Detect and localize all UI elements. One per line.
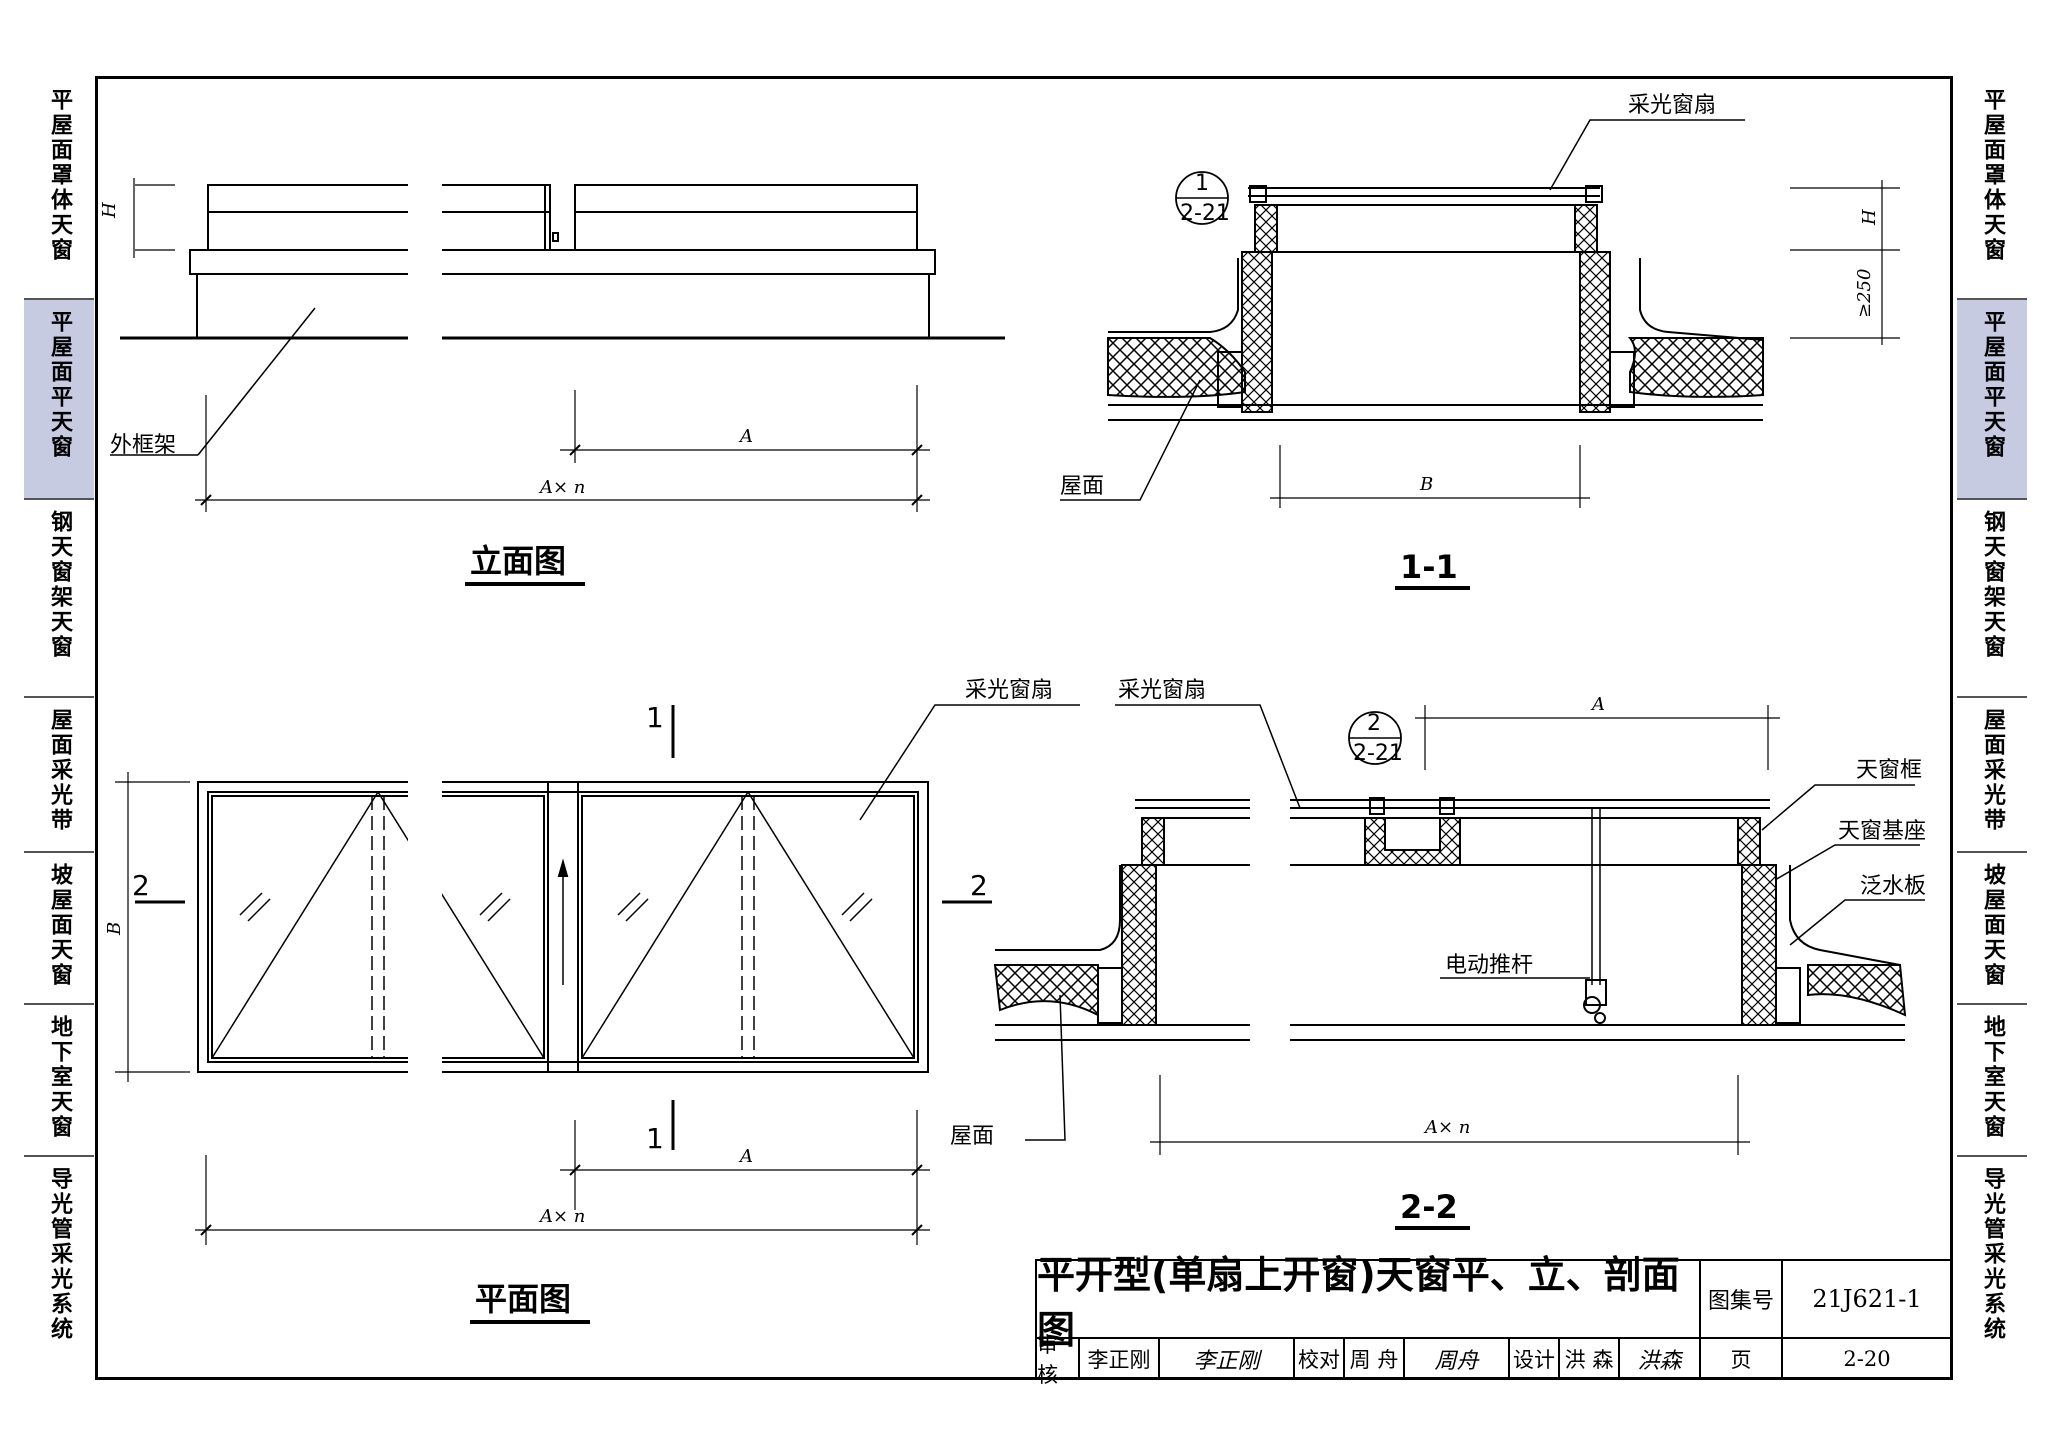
section-1-dim-250: ≥250 xyxy=(1854,269,1875,318)
signature-row: 审核 李正刚 李正刚 校对 周 舟 周舟 设计 洪 森 洪森 页 2-20 xyxy=(1035,1333,1953,1387)
section-1-title: 1-1 xyxy=(1400,548,1458,586)
elevation-frame-label: 外框架 xyxy=(110,433,176,458)
left-side-tabs: 平屋面罩体天窗 平屋面平天窗 钢天窗架天窗 屋面采光带 坡屋面天窗 地下室天窗 … xyxy=(24,78,94,1371)
plan-cut-1-top: 1 xyxy=(646,701,664,734)
section-2-ref-top: 2 xyxy=(1367,711,1381,736)
side-tab-7[interactable]: 导光管采光系统 xyxy=(1957,1157,2027,1371)
side-tab-label: 屋面采光带 xyxy=(1980,708,2005,833)
section-2-roof-label: 屋面 xyxy=(950,1124,994,1149)
side-tab-label: 屋面采光带 xyxy=(47,708,72,833)
section-1-roof-label: 屋面 xyxy=(1060,474,1104,499)
side-tab-label: 平屋面平天窗 xyxy=(1980,310,2005,460)
reviewer-name: 李正刚 xyxy=(1080,1339,1160,1380)
plan-cut-1-bottom: 1 xyxy=(646,1122,664,1155)
side-tab-label: 钢天窗架天窗 xyxy=(47,510,72,660)
side-tab-6[interactable]: 地下室天窗 xyxy=(1957,1005,2027,1157)
right-side-tabs: 平屋面罩体天窗 平屋面平天窗 钢天窗架天窗 屋面采光带 坡屋面天窗 地下室天窗 … xyxy=(1957,78,2027,1371)
elevation-view xyxy=(110,178,1005,512)
section-1-sash-label: 采光窗扇 xyxy=(1628,93,1716,118)
side-tab-1[interactable]: 平屋面罩体天窗 xyxy=(24,78,94,300)
side-tab-7[interactable]: 导光管采光系统 xyxy=(24,1157,94,1371)
designer-signature: 洪森 xyxy=(1620,1339,1701,1380)
side-tab-label: 平屋面罩体天窗 xyxy=(1980,88,2005,263)
section-2-sash-label: 采光窗扇 xyxy=(1118,678,1206,703)
side-tab-label: 导光管采光系统 xyxy=(47,1167,72,1342)
elevation-sash-left xyxy=(207,184,551,251)
design-label: 设计 xyxy=(1510,1339,1560,1380)
checker-signature: 周舟 xyxy=(1405,1339,1510,1380)
section-2-view xyxy=(993,704,1925,1155)
side-tab-label: 钢天窗架天窗 xyxy=(1980,510,2005,660)
check-label: 校对 xyxy=(1295,1339,1345,1380)
side-tab-1[interactable]: 平屋面罩体天窗 xyxy=(1957,78,2027,300)
plan-cut-2-left: 2 xyxy=(132,869,150,902)
elevation-sash-right xyxy=(574,184,918,251)
plan-dim-B: B xyxy=(104,922,125,936)
page-label: 页 xyxy=(1701,1339,1783,1380)
side-tab-label: 导光管采光系统 xyxy=(1980,1167,2005,1342)
side-tab-2[interactable]: 平屋面平天窗 xyxy=(24,300,94,500)
section-2-dim-An: A× n xyxy=(1423,1117,1470,1138)
section-1-view xyxy=(1060,119,1900,508)
elevation-dim-An: A× n xyxy=(538,477,585,498)
drawing-title: 平开型(单扇上开窗)天窗平、立、剖面图 xyxy=(1035,1253,1701,1352)
section-2-flashing-label: 泛水板 xyxy=(1860,874,1926,899)
side-tab-label: 地下室天窗 xyxy=(1980,1015,2005,1140)
section-2-frame-label: 天窗框 xyxy=(1856,758,1922,783)
side-tab-4[interactable]: 屋面采光带 xyxy=(1957,698,2027,853)
elevation-title: 立面图 xyxy=(470,542,566,580)
side-tab-label: 平屋面罩体天窗 xyxy=(47,88,72,263)
page-number: 2-20 xyxy=(1783,1339,1953,1380)
elevation-dim-A: A xyxy=(738,426,753,447)
elevation-dim-H: H xyxy=(99,202,120,219)
section-1-dim-H: H xyxy=(1859,209,1880,226)
drawing-frame xyxy=(95,76,1953,1380)
side-tab-6[interactable]: 地下室天窗 xyxy=(24,1005,94,1157)
side-tab-4[interactable]: 屋面采光带 xyxy=(24,698,94,853)
plan-cut-2-right: 2 xyxy=(970,869,988,902)
plan-view xyxy=(115,704,1080,1245)
designer-name: 洪 森 xyxy=(1560,1339,1620,1380)
section-2-ref-bottom: 2-21 xyxy=(1353,741,1403,766)
side-tab-5[interactable]: 坡屋面天窗 xyxy=(24,853,94,1005)
side-tab-label: 坡屋面天窗 xyxy=(1980,863,2005,988)
atlas-label: 图集号 xyxy=(1701,1259,1783,1339)
side-tab-label: 地下室天窗 xyxy=(47,1015,72,1140)
side-tab-5[interactable]: 坡屋面天窗 xyxy=(1957,853,2027,1005)
side-tab-2[interactable]: 平屋面平天窗 xyxy=(1957,300,2027,500)
section-2-actuator-label: 电动推杆 xyxy=(1445,953,1533,978)
checker-name: 周 舟 xyxy=(1345,1339,1405,1380)
title-block: 平开型(单扇上开窗)天窗平、立、剖面图 图集号 21J621-1 审核 李正刚 … xyxy=(1035,1253,1953,1387)
side-tab-3[interactable]: 钢天窗架天窗 xyxy=(24,500,94,698)
plan-title: 平面图 xyxy=(475,1280,571,1318)
elevation-outer-frame xyxy=(189,249,936,275)
section-2-dim-A: A xyxy=(1590,694,1605,715)
section-2-title: 2-2 xyxy=(1400,1188,1458,1226)
section-1-dim-B: B xyxy=(1419,474,1433,495)
plan-dim-A: A xyxy=(738,1146,753,1167)
atlas-number: 21J621-1 xyxy=(1783,1259,1953,1339)
reviewer-signature: 李正刚 xyxy=(1160,1339,1295,1380)
side-tab-label: 平屋面平天窗 xyxy=(47,310,72,460)
side-tab-label: 坡屋面天窗 xyxy=(47,863,72,988)
side-tab-3[interactable]: 钢天窗架天窗 xyxy=(1957,500,2027,698)
section-1-ref-top: 1 xyxy=(1195,171,1209,196)
section-1-ref-bottom: 2-21 xyxy=(1180,201,1230,226)
plan-dim-An: A× n xyxy=(538,1206,585,1227)
section-2-base-label: 天窗基座 xyxy=(1838,819,1926,844)
review-label: 审核 xyxy=(1035,1333,1080,1387)
plan-sash-label: 采光窗扇 xyxy=(965,678,1053,703)
